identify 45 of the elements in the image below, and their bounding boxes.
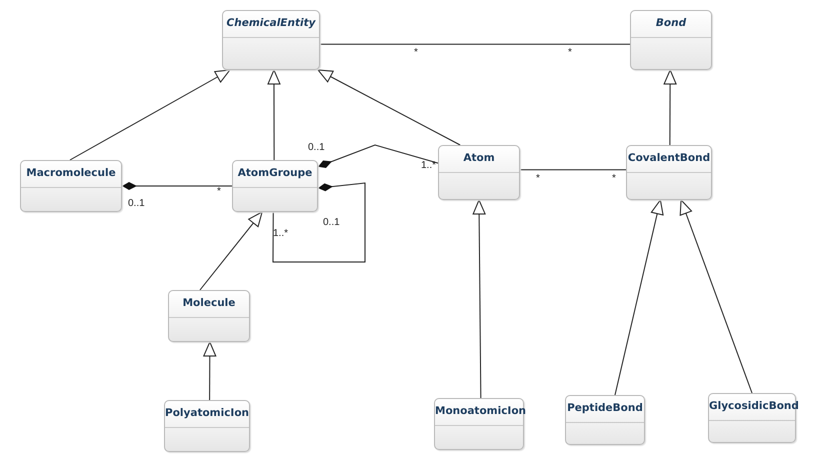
class-box [164, 400, 250, 452]
class-name: Bond [654, 17, 688, 29]
multiplicity-label: 0..1 [308, 142, 325, 154]
multiplicity-label: 1..* [273, 228, 288, 240]
class-box [434, 398, 524, 450]
association-line [320, 44, 630, 45]
generalization-arrow [199, 212, 263, 290]
composition-line [318, 144, 438, 168]
class-name: CovalentBond [627, 152, 711, 164]
multiplicity-label: * [612, 173, 616, 185]
class-name: PolyatomicIon [165, 407, 249, 419]
association-line [520, 169, 626, 170]
class-box [630, 10, 712, 70]
class-box [438, 145, 520, 200]
class-name: ChemicalEntity [226, 17, 317, 29]
multiplicity-label: * [536, 173, 540, 185]
class-box [222, 10, 320, 70]
composition-line [122, 182, 232, 190]
generalization-arrow [267, 70, 280, 160]
generalization-arrow [664, 70, 677, 146]
generalization-arrow [203, 342, 216, 400]
class-box [565, 395, 645, 445]
generalization-arrow [614, 200, 664, 396]
class-name: AtomGroupe [236, 167, 314, 179]
multiplicity-label: 0..1 [128, 198, 145, 210]
composition-line [272, 182, 366, 262]
class-name: Atom [462, 152, 496, 164]
class-box [626, 145, 712, 200]
class-box [20, 160, 122, 212]
class-box [232, 160, 318, 212]
class-name: MonoatomicIon [435, 405, 523, 417]
multiplicity-label: * [568, 47, 572, 59]
generalization-arrow [69, 70, 230, 160]
generalization-arrow [472, 200, 486, 398]
multiplicity-label: * [217, 186, 221, 198]
multiplicity-label: 0..1 [323, 217, 340, 229]
generalization-arrow [318, 70, 461, 146]
class-name: Molecule [182, 297, 236, 309]
generalization-arrow [680, 200, 752, 394]
class-box [708, 393, 796, 443]
multiplicity-label: * [414, 47, 418, 59]
class-name: Macromolecule [25, 167, 117, 179]
multiplicity-label: 1..* [421, 160, 436, 172]
class-name: PeptideBond [566, 402, 644, 414]
class-box [168, 290, 250, 342]
